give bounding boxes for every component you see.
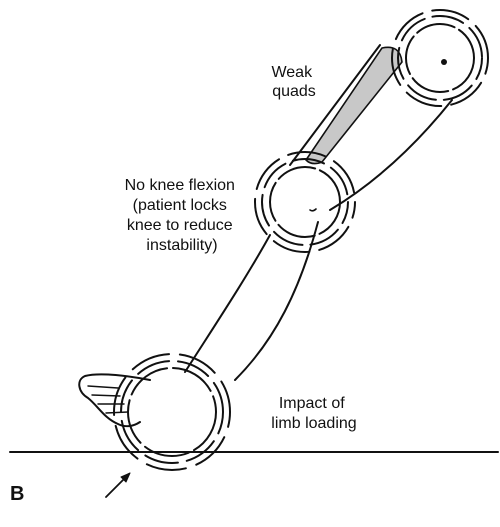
label-no-knee-flexion-line2: (patient locks: [133, 197, 227, 214]
panel-label: B: [10, 483, 24, 505]
label-weak-quads: Weak quads: [271, 64, 316, 100]
hip-joint-circles: [391, 9, 489, 107]
label-no-knee-flexion-line3: knee to reduce: [127, 217, 233, 234]
knee-joint-circles: [254, 151, 356, 253]
label-no-knee-flexion-line4: instability): [146, 237, 217, 254]
label-impact-line2: limb loading: [271, 415, 356, 432]
toe-lines: [87, 385, 129, 414]
impact-arrow: [105, 472, 131, 498]
label-no-knee-flexion: No knee flexion (patient locks knee to r…: [125, 177, 240, 254]
hip-center-dot: [441, 59, 447, 65]
label-impact: Impact of limb loading: [271, 395, 356, 432]
quadriceps-shade: [305, 46, 403, 165]
thigh-outline: [289, 44, 453, 211]
label-no-knee-flexion-line1: No knee flexion: [125, 177, 235, 194]
label-weak-quads-line1: Weak: [271, 64, 313, 81]
foot-outline: [78, 373, 151, 428]
knee-center-mark: [309, 208, 317, 212]
label-weak-quads-line2: quads: [272, 83, 316, 100]
ankle-joint-circles: [113, 353, 231, 471]
label-impact-line1: Impact of: [279, 395, 345, 412]
